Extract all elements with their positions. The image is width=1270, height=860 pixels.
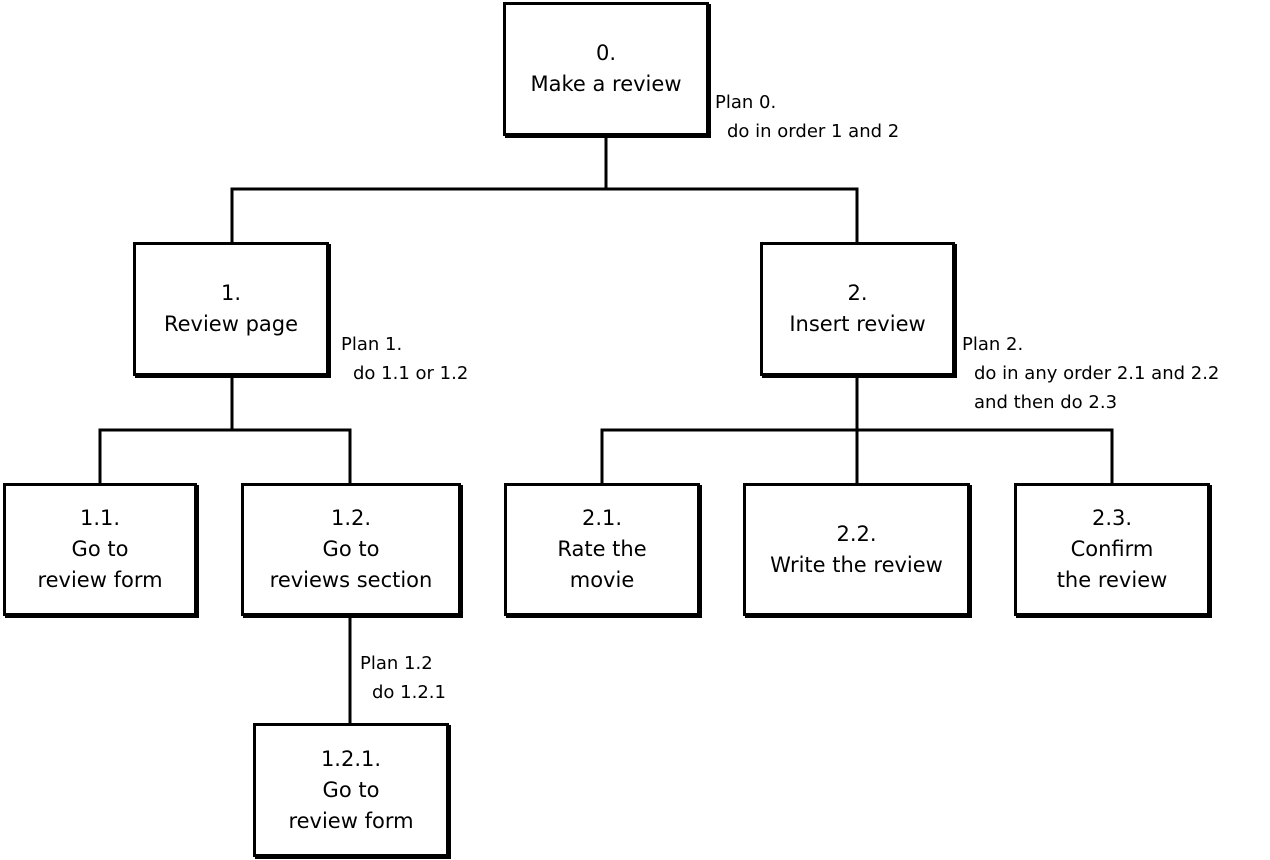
task-node-2.3-label-line-1: Confirm — [1070, 537, 1154, 561]
task-node-1.2-number: 1.2. — [330, 506, 372, 530]
task-node-1-number: 1. — [220, 281, 242, 305]
task-node-1.2.1-label-line-1: Go to — [322, 777, 380, 802]
connector-0-to-1-2 — [230, 134, 859, 244]
task-node-2-label: Insert review — [789, 312, 926, 336]
plan-1-annotation: Plan 1. do 1.1 or 1.2 — [341, 330, 468, 388]
task-node-2[interactable]: 2. Insert review — [760, 242, 955, 376]
task-node-0-number: 0. — [595, 41, 617, 65]
plan-0-annotation: Plan 0. do in order 1 and 2 — [715, 88, 899, 146]
task-node-1[interactable]: 1. Review page — [133, 242, 329, 376]
plan-1-text: do 1.1 or 1.2 — [353, 363, 469, 384]
plan-2-annotation: Plan 2. do in any order 2.1 and 2.2 and … — [962, 330, 1219, 417]
task-node-2.2-number: 2.2. — [836, 521, 877, 546]
task-node-0[interactable]: 0. Make a review — [503, 2, 709, 136]
task-node-1.1[interactable]: 1.1. Go to review form — [3, 483, 197, 616]
plan-2-text-line-2: and then do 2.3 — [974, 392, 1118, 413]
task-node-2.3[interactable]: 2.3. Confirm the review — [1014, 483, 1210, 616]
task-node-1.1-label-line-2: review form — [37, 568, 163, 592]
plan-1.2-text: do 1.2.1 — [372, 682, 446, 703]
plan-0-text: do in order 1 and 2 — [727, 121, 900, 142]
task-node-1.1-label-line-1: Go to — [71, 537, 129, 561]
plan-1.2-title: Plan 1.2 — [360, 653, 433, 674]
task-node-2.2-label: Write the review — [770, 552, 943, 577]
plan-2-title: Plan 2. — [962, 334, 1024, 355]
task-node-1.2[interactable]: 1.2. Go to reviews section — [241, 483, 461, 616]
task-node-2.2[interactable]: 2.2. Write the review — [743, 483, 970, 616]
task-node-1-label: Review page — [163, 312, 299, 336]
plan-2-text-line-1: do in any order 2.1 and 2.2 — [974, 363, 1220, 384]
task-node-1.2-label-line-1: Go to — [322, 537, 380, 561]
task-node-2.1-number: 2.1. — [581, 506, 623, 530]
plan-1-title: Plan 1. — [341, 334, 403, 355]
task-node-1.2.1-label-line-2: review form — [288, 808, 414, 833]
task-node-2.1[interactable]: 2.1. Rate the movie — [504, 483, 700, 616]
task-node-2.1-label-line-2: movie — [569, 568, 635, 592]
task-node-1.2.1-number: 1.2.1. — [320, 746, 382, 771]
task-node-1.1-number: 1.1. — [79, 506, 121, 530]
plan-1.2-annotation: Plan 1.2 do 1.2.1 — [360, 649, 446, 707]
task-node-2.3-number: 2.3. — [1091, 506, 1133, 530]
task-node-2.1-label-line-1: Rate the — [557, 537, 647, 561]
connector-2-to-2.1-2.2-2.3 — [600, 374, 1114, 485]
task-node-2.3-label-line-2: the review — [1056, 568, 1168, 592]
task-node-2-number: 2. — [847, 281, 868, 305]
plan-0-title: Plan 0. — [715, 92, 777, 113]
task-node-1.2-label-line-2: reviews section — [269, 568, 433, 592]
connector-1-to-1.1-1.2 — [98, 374, 352, 485]
task-node-1.2.1[interactable]: 1.2.1. Go to review form — [253, 723, 449, 857]
task-node-0-label: Make a review — [530, 72, 682, 96]
